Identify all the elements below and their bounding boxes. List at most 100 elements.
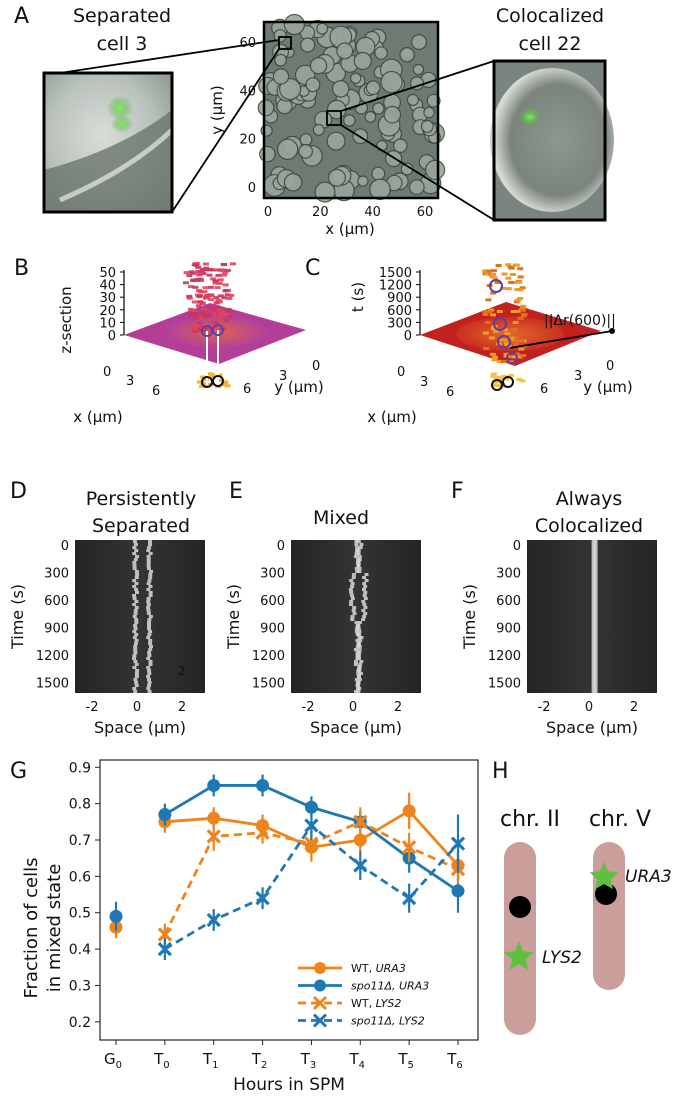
z-stack-voxel xyxy=(211,308,218,312)
z-stack-voxel xyxy=(230,262,236,266)
time-voxel xyxy=(516,355,522,359)
panel-letter-c: C xyxy=(305,256,320,281)
time-voxel xyxy=(517,275,524,279)
kymo-time-tick: 1500 xyxy=(36,677,69,692)
legend-marker xyxy=(314,962,326,974)
kymograph-signal xyxy=(355,639,360,642)
kymograph-signal xyxy=(133,540,137,543)
kymograph-signal xyxy=(133,627,138,630)
colocalized-roi-box xyxy=(326,110,342,126)
kymograph-signal xyxy=(593,561,598,564)
time-voxel xyxy=(495,264,502,267)
kymograph-signal xyxy=(362,615,367,618)
z-stack-voxel xyxy=(208,323,215,327)
z-stack-voxel xyxy=(224,268,231,272)
data-point xyxy=(353,833,367,847)
cell-field-micrograph xyxy=(59,13,495,221)
z-stack-voxel xyxy=(186,296,193,300)
panel-c-x-tick: 3 xyxy=(420,375,428,390)
time-voxel xyxy=(505,287,512,291)
kymograph-signal xyxy=(349,591,354,594)
z-stack-voxel xyxy=(210,277,217,281)
panel-c-x-tick: 0 xyxy=(397,365,405,380)
time-voxel xyxy=(490,313,496,317)
kymograph-signal xyxy=(132,654,137,657)
panel-letter-e: E xyxy=(229,479,243,504)
z-stack-voxel xyxy=(218,319,225,323)
kymograph-signal xyxy=(593,555,598,558)
z-stack-voxel xyxy=(198,279,204,282)
panel-a-x-tick: 20 xyxy=(312,205,329,220)
time-voxel xyxy=(507,265,514,269)
z-stack-voxel xyxy=(193,263,200,267)
kymograph-signal xyxy=(134,576,139,579)
kymograph-signal xyxy=(593,651,598,654)
projection-spot xyxy=(519,379,526,383)
kymograph-signal xyxy=(593,636,598,639)
kymograph-signal xyxy=(593,582,598,585)
z-stack-voxel xyxy=(194,278,201,281)
panel-b-z-label: z-section xyxy=(57,286,75,353)
panel-b-z-tick: 20 xyxy=(99,304,116,319)
kymograph-signal xyxy=(356,627,361,630)
kymograph-signal xyxy=(146,582,151,585)
yeast-cell xyxy=(309,56,328,75)
z-stack-voxel xyxy=(183,281,189,285)
yeast-cell xyxy=(298,143,314,159)
kymo-time-tick: 600 xyxy=(260,594,285,609)
chart-y-label-line1: Fraction of cells xyxy=(21,858,42,999)
z-stack-voxel xyxy=(193,316,199,320)
kymo-space-tick: -2 xyxy=(86,700,99,715)
kymograph-signal xyxy=(146,606,151,609)
x-tick-label: T5 xyxy=(397,1050,414,1071)
time-voxel xyxy=(490,291,497,295)
yeast-cell xyxy=(365,80,381,96)
kymograph-signal xyxy=(146,588,151,591)
kymograph-signal xyxy=(353,555,358,558)
kymo-time-tick: 300 xyxy=(44,567,69,582)
kymograph-signal xyxy=(148,615,153,618)
kymograph-signal xyxy=(363,591,368,594)
data-point xyxy=(353,858,368,873)
kymo-time-tick: 900 xyxy=(44,622,69,637)
time-voxel xyxy=(491,355,498,359)
kymograph-signal xyxy=(593,645,598,648)
kymograph-signal xyxy=(135,573,140,576)
separated-cell-inset xyxy=(42,71,174,214)
yeast-cell xyxy=(369,178,391,201)
kymograph-signal xyxy=(147,684,151,687)
kymo-space-tick: 2 xyxy=(394,700,402,715)
kymograph-signal xyxy=(134,582,139,585)
kymo-time-tick: 1500 xyxy=(488,677,521,692)
kymograph-signal xyxy=(355,570,360,573)
kymograph-signal xyxy=(132,657,137,660)
panel-a-x-tick: 40 xyxy=(364,205,381,220)
kymograph-signal xyxy=(134,642,138,645)
kymograph-signal xyxy=(363,597,368,600)
data-point xyxy=(353,814,368,829)
separated-roi-box xyxy=(278,36,292,50)
time-voxel xyxy=(517,316,524,320)
time-voxel xyxy=(514,352,520,356)
yeast-cell xyxy=(331,80,350,98)
kymograph-signal xyxy=(147,627,151,630)
time-voxel xyxy=(517,267,524,271)
kymograph-signal xyxy=(356,540,361,543)
lys2-locus-star xyxy=(503,941,535,970)
kymograph-signal xyxy=(593,663,598,666)
kymograph-signal xyxy=(356,681,361,684)
kymo-space-tick: 0 xyxy=(133,700,141,715)
kymograph-signal xyxy=(132,552,137,555)
z-stack-voxel xyxy=(226,296,233,300)
kymograph-signal xyxy=(593,654,598,657)
kymograph-signal xyxy=(146,597,151,600)
yeast-cell xyxy=(380,70,403,94)
kymograph-signal xyxy=(593,552,598,555)
kymograph-signal xyxy=(132,579,137,582)
kymograph-signal xyxy=(357,651,362,654)
chromosome-ii xyxy=(504,842,536,1035)
z-stack-voxel xyxy=(208,285,214,289)
kymograph-background xyxy=(291,540,421,693)
